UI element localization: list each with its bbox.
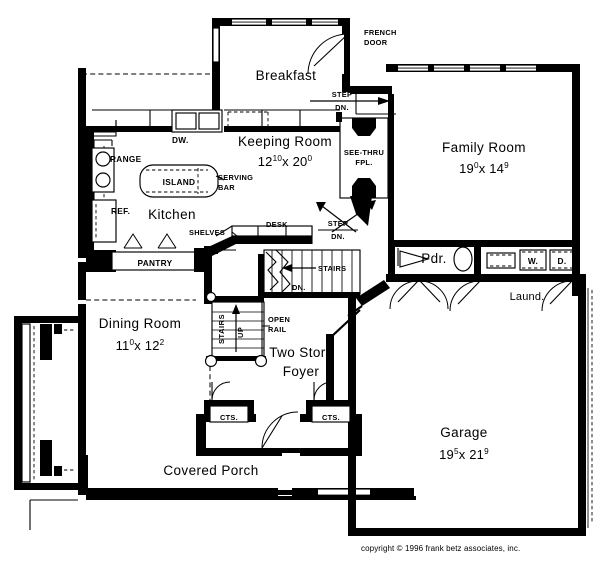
- room-label-breakfast: Breakfast: [256, 68, 317, 83]
- room-dim-family-room: 190x 149: [459, 161, 509, 176]
- annotation-arrows: [215, 88, 396, 352]
- room-label-foyer-line2: Foyer: [283, 364, 320, 379]
- doors: [307, 30, 573, 312]
- open-rail-line1: OPEN: [268, 315, 290, 324]
- dryer-label: D.: [558, 256, 567, 266]
- desk-label: DESK: [266, 220, 288, 229]
- room-label-dining-room: Dining Room: [99, 316, 181, 331]
- desk-shelves-unit: [206, 225, 313, 256]
- kitchen-island: [139, 164, 219, 198]
- bay-window-dining: [14, 316, 78, 490]
- room-dim-dining-room: 110x 122: [116, 338, 165, 353]
- french-door-label-line2: DOOR: [364, 38, 388, 47]
- dishwasher-label: DW.: [172, 135, 189, 145]
- front-door: [256, 411, 302, 453]
- step-down-1-line1: STEP: [332, 90, 353, 99]
- shelves-label: SHELVES: [189, 228, 225, 237]
- copyright-notice: copyright © 1996 frank betz associates, …: [361, 544, 520, 553]
- laundry-door-right: [541, 280, 573, 312]
- fireplace-label-line1: SEE-THRU: [344, 148, 384, 157]
- stairs-up-line2: UP: [236, 327, 245, 338]
- powder-laundry-fixtures: [399, 246, 575, 272]
- pantry-label: PANTRY: [138, 258, 173, 268]
- serving-bar-line1: SERVING: [218, 173, 253, 182]
- coat-closet-right-label: CTS.: [322, 413, 340, 422]
- room-label-kitchen: Kitchen: [148, 207, 196, 222]
- room-label-keeping-room: Keeping Room: [238, 134, 332, 149]
- washer-label: W.: [528, 256, 538, 266]
- text-labels: Breakfast FRENCH DOOR STEP DN. STEP DN. …: [99, 28, 567, 553]
- pantry-closet: [86, 233, 204, 272]
- step-down-2-line2: DN.: [331, 232, 345, 241]
- coat-closet-right: [306, 381, 356, 423]
- coat-closet-left-label: CTS.: [220, 413, 238, 422]
- room-label-family-room: Family Room: [442, 140, 526, 155]
- stairs-down-line2: DN.: [292, 283, 306, 292]
- stairs-up: [204, 291, 268, 368]
- step-down-1-line2: DN.: [335, 103, 349, 112]
- serving-bar-line2: BAR: [218, 183, 235, 192]
- stairs-down: [263, 249, 361, 298]
- room-label-garage: Garage: [440, 425, 487, 440]
- step-down-2-line1: STEP: [328, 219, 349, 228]
- interior-partitions: [82, 62, 394, 453]
- french-door-label-line1: FRENCH: [364, 28, 397, 37]
- coat-closet-left: [204, 381, 254, 423]
- room-label-laundry: Laund.: [510, 291, 545, 303]
- room-dim-keeping-room: 1210x 200: [258, 154, 313, 169]
- room-label-covered-porch: Covered Porch: [163, 463, 258, 478]
- island-label: ISLAND: [163, 177, 196, 187]
- garage-walls: [348, 274, 593, 536]
- french-door: [307, 30, 350, 76]
- garage-entry-door: [389, 280, 419, 310]
- room-dim-garage: 195x 219: [439, 447, 489, 462]
- powder-door: [419, 280, 449, 310]
- stairs-down-line1: STAIRS: [318, 264, 346, 273]
- room-label-foyer-line1: Two Story: [269, 345, 333, 360]
- stairs-up-line1: STAIRS: [217, 314, 226, 344]
- laundry-door-left: [449, 280, 481, 312]
- exterior-walls: [14, 18, 593, 536]
- see-thru-fireplace: [339, 117, 389, 226]
- room-label-powder: Pdr.: [421, 251, 447, 266]
- fireplace-label-line2: FPL.: [355, 158, 372, 167]
- open-rail-line2: RAIL: [268, 325, 287, 334]
- range-label: RANGE: [110, 154, 142, 164]
- refrigerator-label: REF.: [111, 206, 130, 216]
